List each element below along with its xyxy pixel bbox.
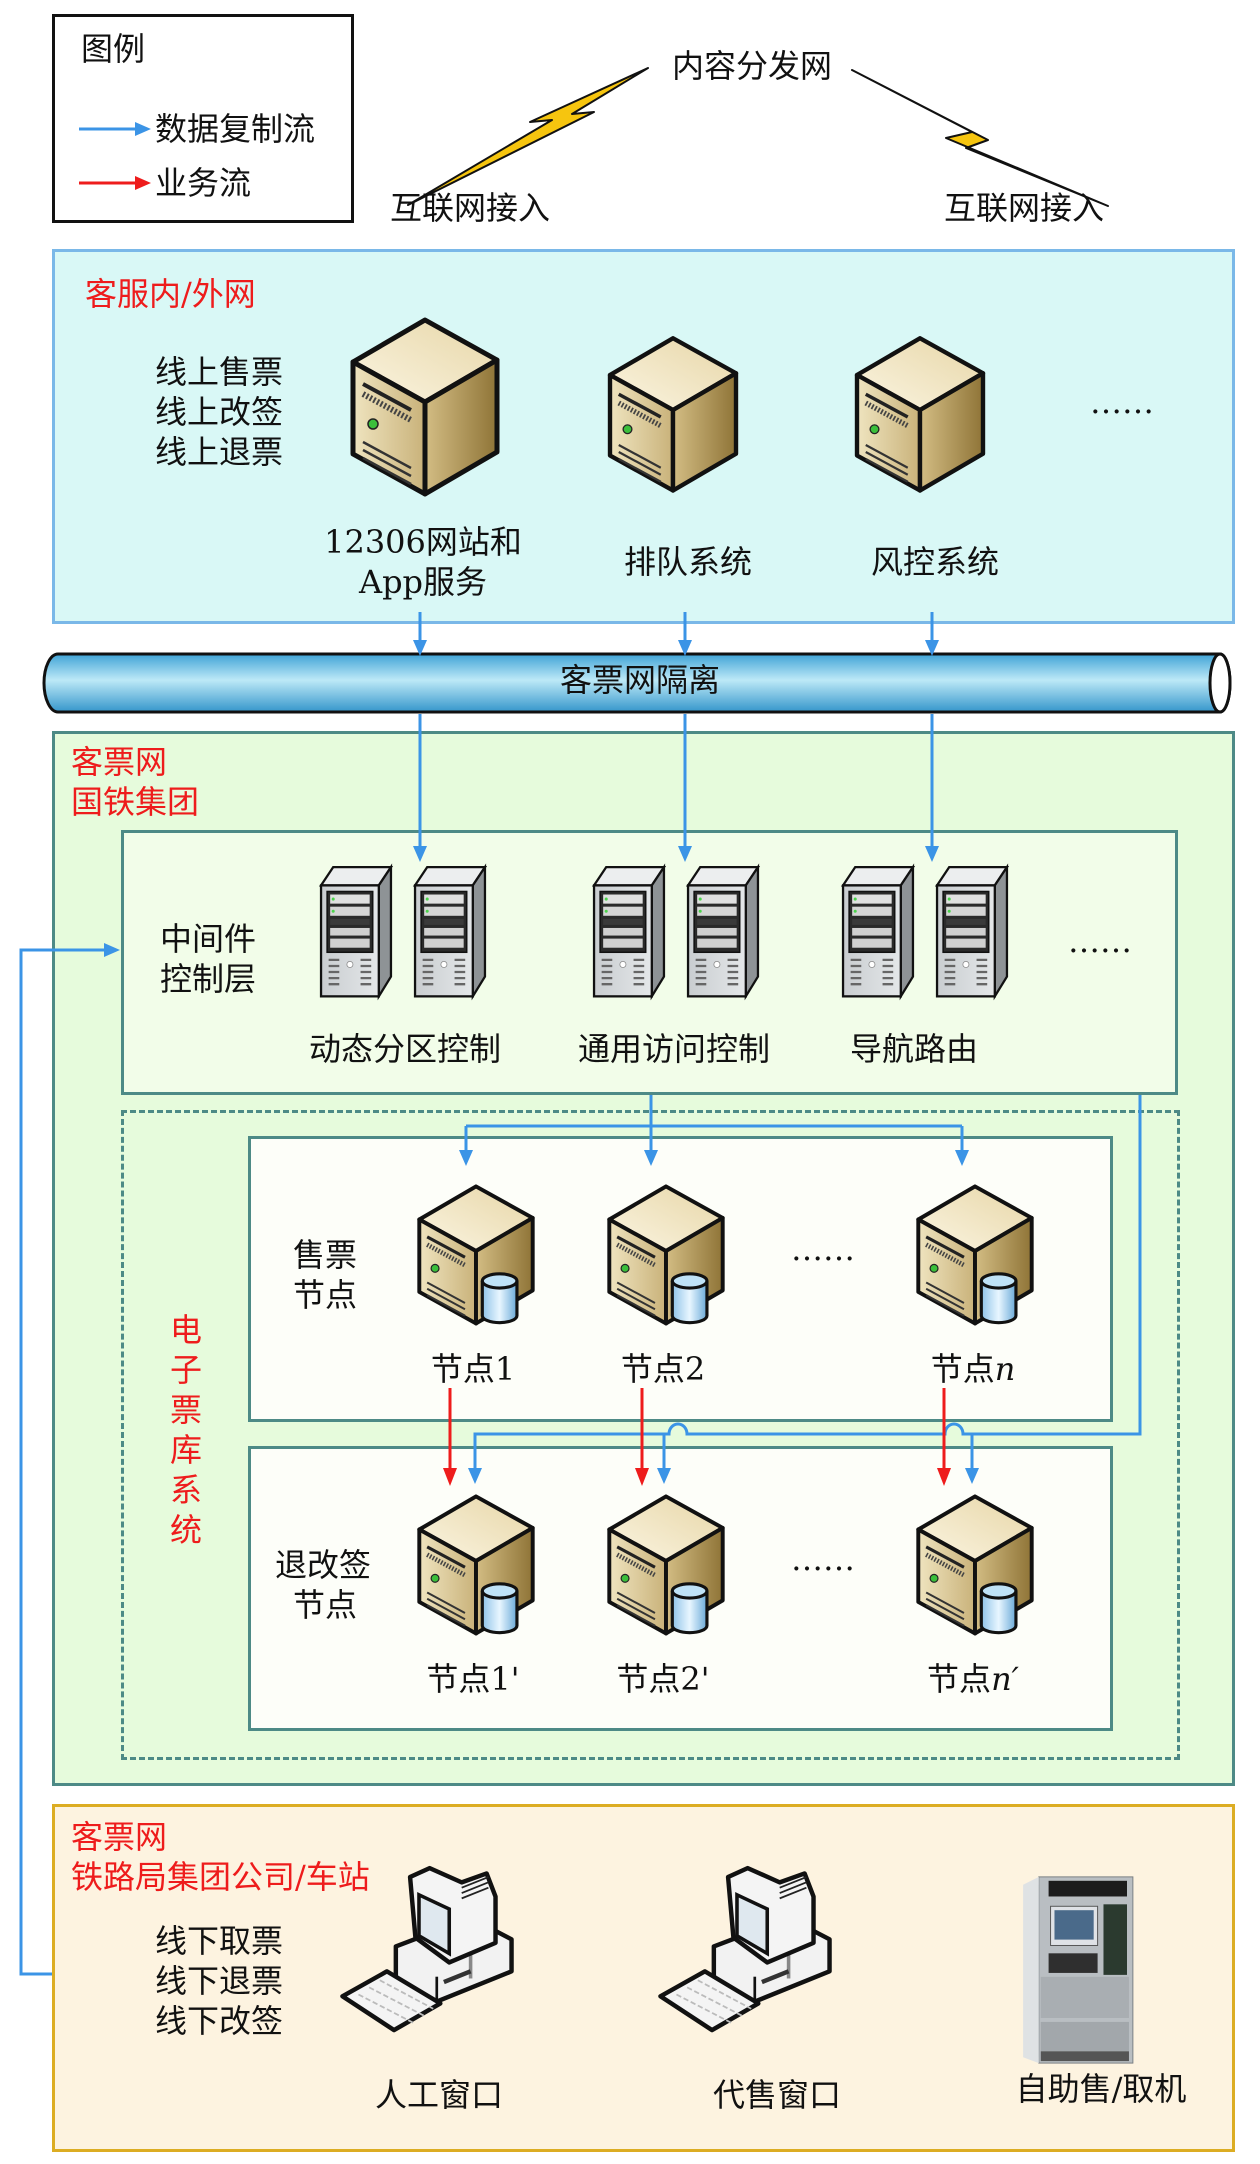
business-flow-arrow-icon bbox=[79, 176, 151, 190]
rack-server-icon bbox=[412, 861, 488, 1001]
isolation-pipe bbox=[42, 652, 1232, 714]
lightning-left-icon bbox=[407, 67, 649, 206]
sell-node-2-label: 节点2 bbox=[620, 1350, 706, 1388]
sell-node-1-label: 节点1 bbox=[430, 1350, 516, 1388]
refund-node-1-icon bbox=[413, 1481, 539, 1641]
sell-node-n-label: 节点n bbox=[931, 1349, 1016, 1389]
customer-network-title: 客服内/外网 bbox=[85, 275, 256, 313]
sell-node-n-prefix: 节点 bbox=[930, 1350, 995, 1388]
legend-title: 图例 bbox=[81, 30, 146, 68]
self-service-kiosk-label: 自助售/取机 bbox=[1015, 2070, 1187, 2108]
rack-server-icon bbox=[685, 861, 761, 1001]
refund-nodes-ellipsis: …… bbox=[791, 1540, 855, 1578]
customer-network-ellipsis: …… bbox=[1090, 383, 1154, 421]
eticket-char: 子 bbox=[169, 1351, 202, 1389]
group-network-title-1: 客票网 bbox=[71, 743, 168, 781]
sell-nodes-label-2: 节点 bbox=[293, 1276, 358, 1314]
refund-node-2-label: 节点2' bbox=[616, 1660, 710, 1698]
sell-nodes-ellipsis: …… bbox=[791, 1230, 855, 1268]
eticket-system-label: 电 子 票 库 系 统 bbox=[166, 1310, 206, 1550]
refund-node-2-icon bbox=[603, 1481, 729, 1641]
eticket-char: 系 bbox=[169, 1471, 202, 1509]
sell-node-2-icon bbox=[603, 1171, 729, 1331]
dynamic-partition-label: 动态分区控制 bbox=[308, 1030, 502, 1068]
refund-nodes-label-2: 节点 bbox=[293, 1586, 358, 1624]
refund-node-n-icon bbox=[912, 1481, 1038, 1641]
station-network-title-2: 铁路局集团公司/车站 bbox=[71, 1858, 370, 1896]
sell-nodes-label-1: 售票 bbox=[293, 1236, 358, 1274]
sell-node-n-icon bbox=[912, 1171, 1038, 1331]
online-function-change: 线上改签 bbox=[155, 393, 284, 431]
legend-business-flow-label: 业务流 bbox=[155, 164, 252, 202]
internet-access-right: 互联网接入 bbox=[944, 189, 1105, 227]
refund-node-n-label: 节点n′ bbox=[927, 1659, 1019, 1699]
lightning-right-icon bbox=[851, 69, 1109, 207]
middleware-label-2: 控制层 bbox=[160, 960, 257, 998]
middleware-layer: 中间件 控制层 动态分区控制 通用访问控制 导航路由 …… bbox=[121, 830, 1178, 1095]
legend: 图例 数据复制流 业务流 bbox=[52, 14, 354, 223]
sell-nodes-group: 售票 节点 …… 节点1 节点2 节点n bbox=[248, 1136, 1113, 1422]
station-network-title-1: 客票网 bbox=[71, 1818, 168, 1856]
sell-node-n-suffix: n bbox=[994, 1350, 1016, 1388]
customer-network-zone: 客服内/外网 线上售票 线上改签 线上退票 12306网站和 App服务 排队系… bbox=[52, 249, 1235, 624]
rack-server-icon bbox=[840, 861, 916, 1001]
manual-window-label: 人工窗口 bbox=[374, 2076, 504, 2114]
cdn-label: 内容分发网 bbox=[671, 47, 833, 85]
middleware-label-1: 中间件 bbox=[160, 920, 257, 958]
refund-node-n-suffix: n′ bbox=[991, 1660, 1019, 1698]
sell-node-1-icon bbox=[413, 1171, 539, 1331]
eticket-char: 电 bbox=[169, 1311, 202, 1349]
isolation-label: 客票网隔离 bbox=[559, 661, 721, 699]
middleware-ellipsis: …… bbox=[1068, 922, 1132, 960]
rack-server-icon bbox=[934, 861, 1010, 1001]
queue-server-icon bbox=[603, 320, 743, 500]
offline-function-change: 线下改签 bbox=[155, 2002, 284, 2040]
manual-window-pc-icon bbox=[337, 1861, 533, 2039]
eticket-char: 库 bbox=[169, 1431, 202, 1469]
refund-nodes-label-1: 退改签 bbox=[275, 1546, 372, 1584]
rack-server-icon bbox=[591, 861, 667, 1001]
offline-function-pickup: 线下取票 bbox=[155, 1922, 284, 1960]
offline-function-refund: 线下退票 bbox=[155, 1962, 284, 2000]
self-service-kiosk-icon bbox=[1019, 1871, 1137, 2067]
cdn-links bbox=[407, 67, 1109, 207]
group-network-title-2: 国铁集团 bbox=[71, 783, 200, 821]
risk-control-server-icon bbox=[850, 320, 990, 500]
data-flow-arrow-icon bbox=[79, 122, 151, 136]
legend-data-flow-label: 数据复制流 bbox=[155, 110, 316, 148]
eticket-char: 统 bbox=[169, 1511, 202, 1549]
internet-access-left: 互联网接入 bbox=[390, 189, 551, 227]
refund-nodes-group: 退改签 节点 …… 节点1' 节点2' 节点n′ bbox=[248, 1446, 1113, 1731]
eticket-char: 票 bbox=[169, 1391, 202, 1429]
risk-control-server-label: 风控系统 bbox=[870, 543, 1000, 581]
refund-node-n-prefix: 节点 bbox=[927, 1660, 992, 1698]
refund-node-1-label: 节点1' bbox=[426, 1660, 520, 1698]
web-app-server-icon bbox=[345, 302, 505, 502]
station-network-zone: 客票网 铁路局集团公司/车站 线下取票 线下退票 线下改签 人工窗口 代售窗口 … bbox=[52, 1804, 1235, 2152]
navigation-routing-label: 导航路由 bbox=[849, 1030, 979, 1068]
queue-server-label: 排队系统 bbox=[623, 543, 753, 581]
online-function-sell: 线上售票 bbox=[155, 353, 284, 391]
web-app-server-label-2: App服务 bbox=[358, 563, 488, 601]
agent-window-label: 代售窗口 bbox=[712, 2076, 842, 2114]
generic-access-label: 通用访问控制 bbox=[577, 1030, 771, 1068]
rack-server-icon bbox=[318, 861, 394, 1001]
online-function-refund: 线上退票 bbox=[155, 433, 284, 471]
agent-window-pc-icon bbox=[655, 1861, 851, 2039]
web-app-server-label-1: 12306网站和 bbox=[324, 523, 522, 561]
